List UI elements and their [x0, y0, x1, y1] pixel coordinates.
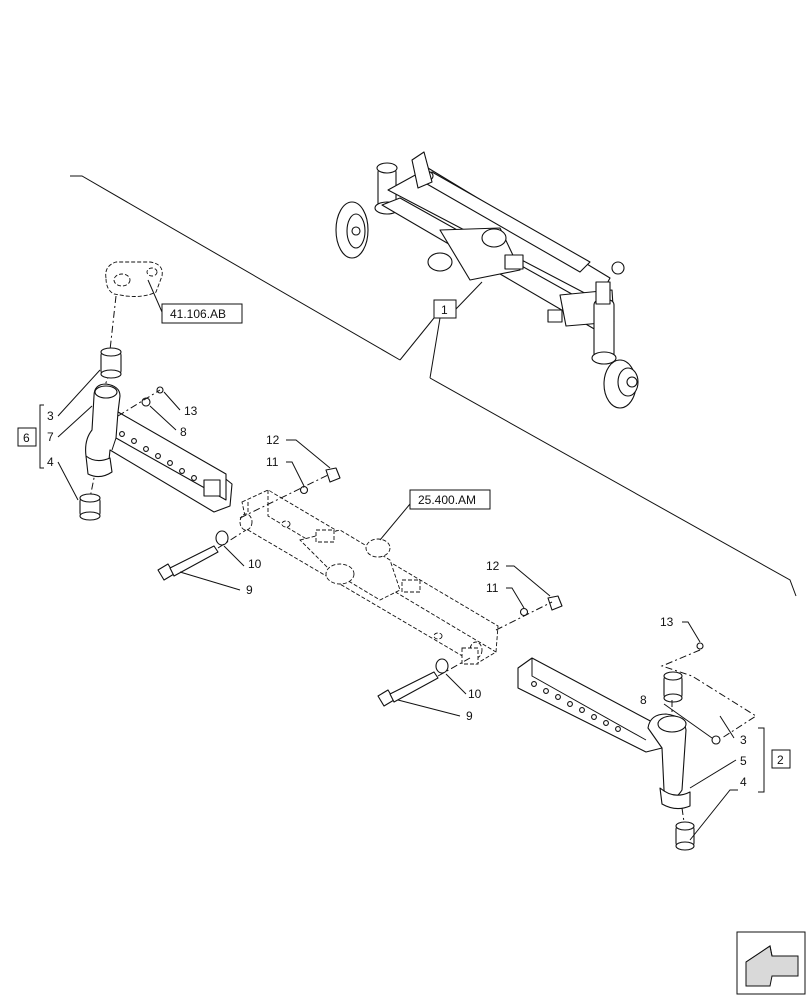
callout-6: 6 [23, 431, 30, 445]
callout-3-right: 3 [740, 733, 747, 747]
left-washer-11 [299, 485, 309, 495]
callout-8-left: 8 [180, 425, 187, 439]
right-grease-fitting [711, 735, 721, 745]
right-nut-12 [547, 595, 563, 611]
callout-9-right: 9 [466, 709, 473, 723]
axle-beam-ghost [239, 489, 499, 665]
callout-box-2 [771, 749, 791, 769]
callout-2: 2 [777, 753, 784, 767]
callout-13-left: 13 [184, 404, 198, 418]
separator-line-left [70, 175, 401, 361]
callout-7: 7 [47, 430, 54, 444]
left-nut-12 [325, 467, 341, 483]
bracket-6 [39, 404, 44, 469]
callout-13-right: 13 [660, 615, 674, 629]
ref-axle-beam: 25.400.AM [418, 493, 476, 507]
callout-11-left: 11 [266, 455, 279, 469]
right-grease-path [660, 649, 757, 739]
separator-line-right [429, 377, 797, 597]
callout-box-6 [17, 427, 37, 447]
steering-link-ghost [105, 261, 163, 297]
left-arm [85, 383, 233, 513]
ref-box-axle-beam [409, 489, 491, 510]
left-bushing-upper [100, 347, 122, 379]
left-bolt-9 [157, 545, 219, 581]
callout-10-right: 10 [468, 687, 482, 701]
bracket-2 [758, 727, 765, 793]
callout-4-left: 4 [47, 455, 54, 469]
left-washer-10 [215, 530, 229, 546]
right-bushing-upper [663, 671, 683, 703]
callout-10-left: 10 [248, 557, 262, 571]
callout-9-left: 9 [246, 583, 253, 597]
right-bolt-9 [377, 671, 439, 707]
callout-4-right: 4 [740, 775, 747, 789]
callout-5: 5 [740, 754, 747, 768]
arrow-navigation-icon[interactable] [736, 931, 806, 995]
right-grease-cap [696, 642, 704, 650]
right-bushing-lower [675, 821, 695, 851]
right-washer-10 [435, 658, 449, 674]
callout-1: 1 [441, 303, 448, 317]
front-axle-assembly [335, 151, 639, 409]
callout-12-left: 12 [266, 433, 280, 447]
callout-12-right: 12 [486, 559, 500, 573]
right-arm [517, 657, 691, 810]
ref-steering-link: 41.106.AB [170, 307, 226, 321]
left-bushing-lower [79, 493, 101, 521]
callout-8-right: 8 [640, 693, 647, 707]
callout-3-left: 3 [47, 409, 54, 423]
ref-box-steering-link [161, 303, 243, 324]
callout-11-right: 11 [486, 581, 499, 595]
